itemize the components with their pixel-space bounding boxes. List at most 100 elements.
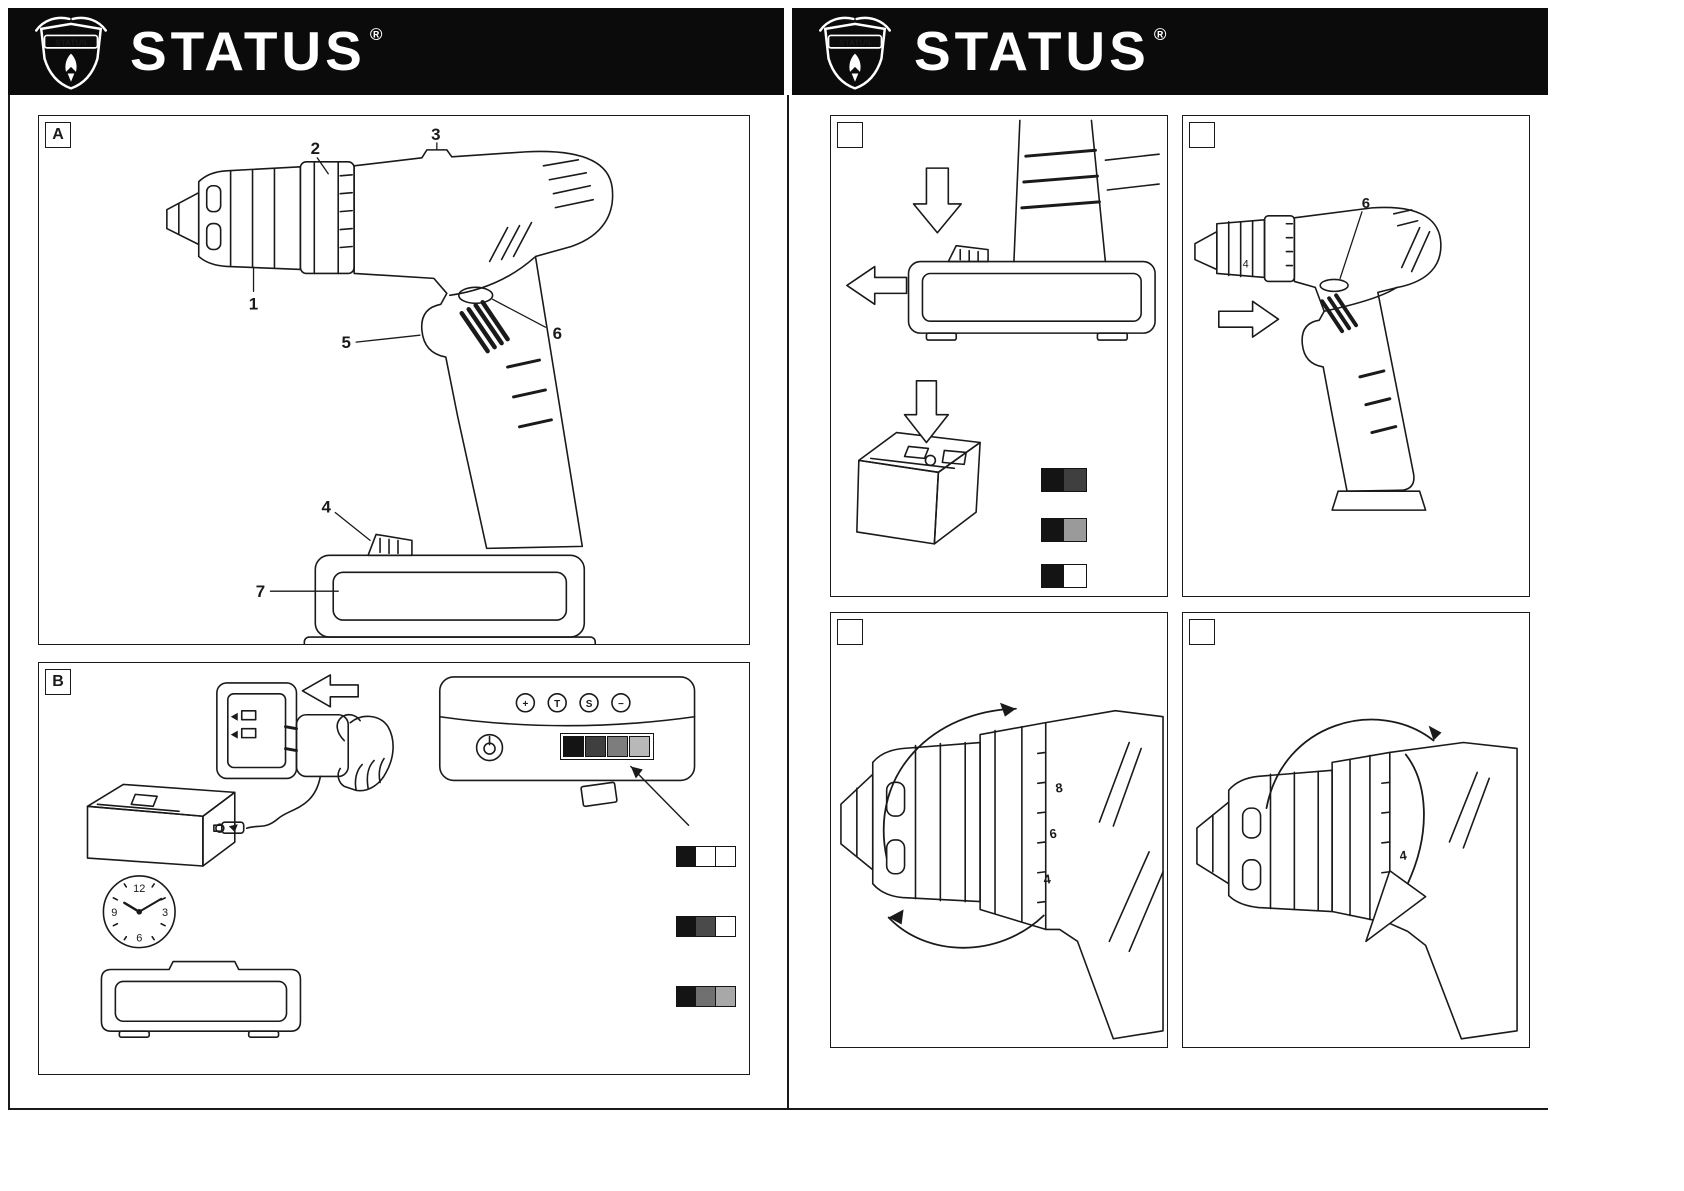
shield-text: STATUS: [839, 38, 871, 47]
chuck: [197, 166, 302, 271]
panel-e-torque-adjustment: 8 6 4: [830, 612, 1168, 1048]
brand-name: STATUS: [130, 20, 366, 82]
level-square: [676, 846, 697, 867]
left-page-edge: [8, 95, 10, 1110]
clock-3: 3: [162, 907, 168, 919]
battery-level-indicator-row: [676, 846, 736, 867]
callout-2-torque-collar: 2: [311, 139, 320, 158]
level-square: [1063, 564, 1088, 588]
direction-switch: [1319, 278, 1349, 293]
battery-latch: [367, 533, 413, 557]
level-square: [676, 916, 697, 937]
eagle-tail-icon: [67, 73, 75, 82]
wall-socket: [216, 682, 298, 780]
battery-pack-3d: [86, 783, 236, 867]
charger-cable: [213, 775, 322, 834]
status-logo: STATUS: [819, 16, 891, 90]
level-check-button: [924, 454, 937, 467]
rotate-collar-arrow-icon: [1265, 718, 1442, 943]
shield-text: STATUS: [55, 38, 87, 47]
drill-side-view: 2 3 1 5 6 4 7: [166, 125, 614, 644]
torque-adjustment-illustration: 8 6 4: [840, 702, 1164, 1040]
clock-6: 6: [136, 933, 142, 945]
battery-side-view: [100, 960, 302, 1038]
torque-number-4: 4: [1398, 847, 1408, 863]
charger-base-top-view: [438, 676, 696, 782]
header-bar-left: STATUS STATUS ®: [8, 8, 784, 95]
charger-led: [585, 736, 606, 757]
level-square: [1041, 468, 1065, 492]
battery-latch: [947, 244, 989, 263]
callout-7-battery-pack: 7: [256, 582, 265, 601]
shield-banner: STATUS: [827, 34, 883, 49]
torque-number-6: 6: [1048, 826, 1057, 842]
registered-mark: ®: [1153, 25, 1167, 44]
clock-9: 9: [111, 907, 117, 919]
charger-led: [607, 736, 628, 757]
level-square: [695, 986, 717, 1007]
registered-mark: ®: [369, 25, 383, 44]
press-button-arrow-icon: [903, 380, 950, 444]
brand-name: STATUS: [914, 20, 1150, 82]
charger-led: [629, 736, 650, 757]
charger-led: [563, 736, 584, 757]
drill-nose: [840, 773, 874, 871]
level-square: [676, 986, 697, 1007]
battery-level-indicator-row: [1041, 518, 1088, 542]
callout-6-direction-switch: 6: [1362, 196, 1370, 212]
panel-c-battery-removal: [830, 115, 1168, 597]
drill-nose: [1194, 230, 1218, 271]
shield-outline-icon: [39, 22, 103, 90]
bottom-page-edge: [8, 1108, 1548, 1110]
clock-icon: [102, 875, 176, 949]
charger-icon-s: S: [586, 699, 593, 710]
battery-level-indicator-row: [1041, 564, 1088, 588]
level-square: [714, 846, 736, 867]
level-square: [714, 916, 736, 937]
indicator-pointer: [580, 765, 690, 826]
callout-3-gear-selector: 3: [431, 125, 440, 144]
torque-collar: [299, 161, 355, 275]
charger-led-window: [560, 733, 654, 760]
callout-6-direction-switch: 6: [553, 324, 562, 343]
callout-leader: [1339, 211, 1363, 280]
eagle-body-icon: [65, 53, 77, 72]
direction-switch-illustration: 6 4: [1194, 196, 1442, 511]
level-square: [695, 916, 717, 937]
torque-adjustment-illustration-2: 4: [1196, 718, 1518, 1040]
center-divider: [787, 95, 789, 1110]
vent-hatch: [459, 300, 510, 354]
chuck: [1227, 769, 1333, 913]
push-switch-arrow-icon: [1217, 300, 1280, 338]
battery-removal-illustration: [846, 119, 1160, 545]
eagle-wings-icon: [819, 16, 891, 32]
press-latch-arrow-icon: [912, 167, 963, 234]
eagle-body-icon: [849, 53, 861, 72]
callout-1-chuck: 1: [249, 294, 258, 313]
panel-f-torque-adjustment: 4: [1182, 612, 1530, 1048]
shield-banner: STATUS: [43, 34, 99, 49]
drill-nose: [166, 191, 200, 246]
torque-collar: [979, 721, 1047, 931]
grip-ribs: [506, 358, 553, 429]
panel-b-label: B: [45, 669, 71, 695]
panel-b-charging: B: [38, 662, 750, 1075]
torque-number-4: 4: [1042, 871, 1052, 887]
drill-handle-fragment: [1013, 119, 1160, 263]
slide-battery-arrow-icon: [846, 265, 908, 306]
battery-level-indicator-row: [676, 986, 736, 1007]
eagle-tail-icon: [851, 73, 859, 82]
charger-adapter: [284, 713, 350, 778]
battery-pack: [907, 260, 1156, 341]
torque-collar: [1263, 215, 1296, 283]
collar-number-4: 4: [1243, 259, 1249, 271]
panel-c-label: [837, 122, 863, 148]
brand-wordmark: STATUS ®: [914, 24, 1166, 79]
insert-plug-arrow-icon: [301, 674, 359, 708]
brand-wordmark: STATUS ®: [130, 24, 382, 79]
panel-d-direction-switch: 6 4: [1182, 115, 1530, 597]
panel-f-label: [1189, 619, 1215, 645]
vent-hatch: [1320, 293, 1358, 334]
panel-e-label: [837, 619, 863, 645]
battery-level-indicator-row: [1041, 468, 1088, 492]
